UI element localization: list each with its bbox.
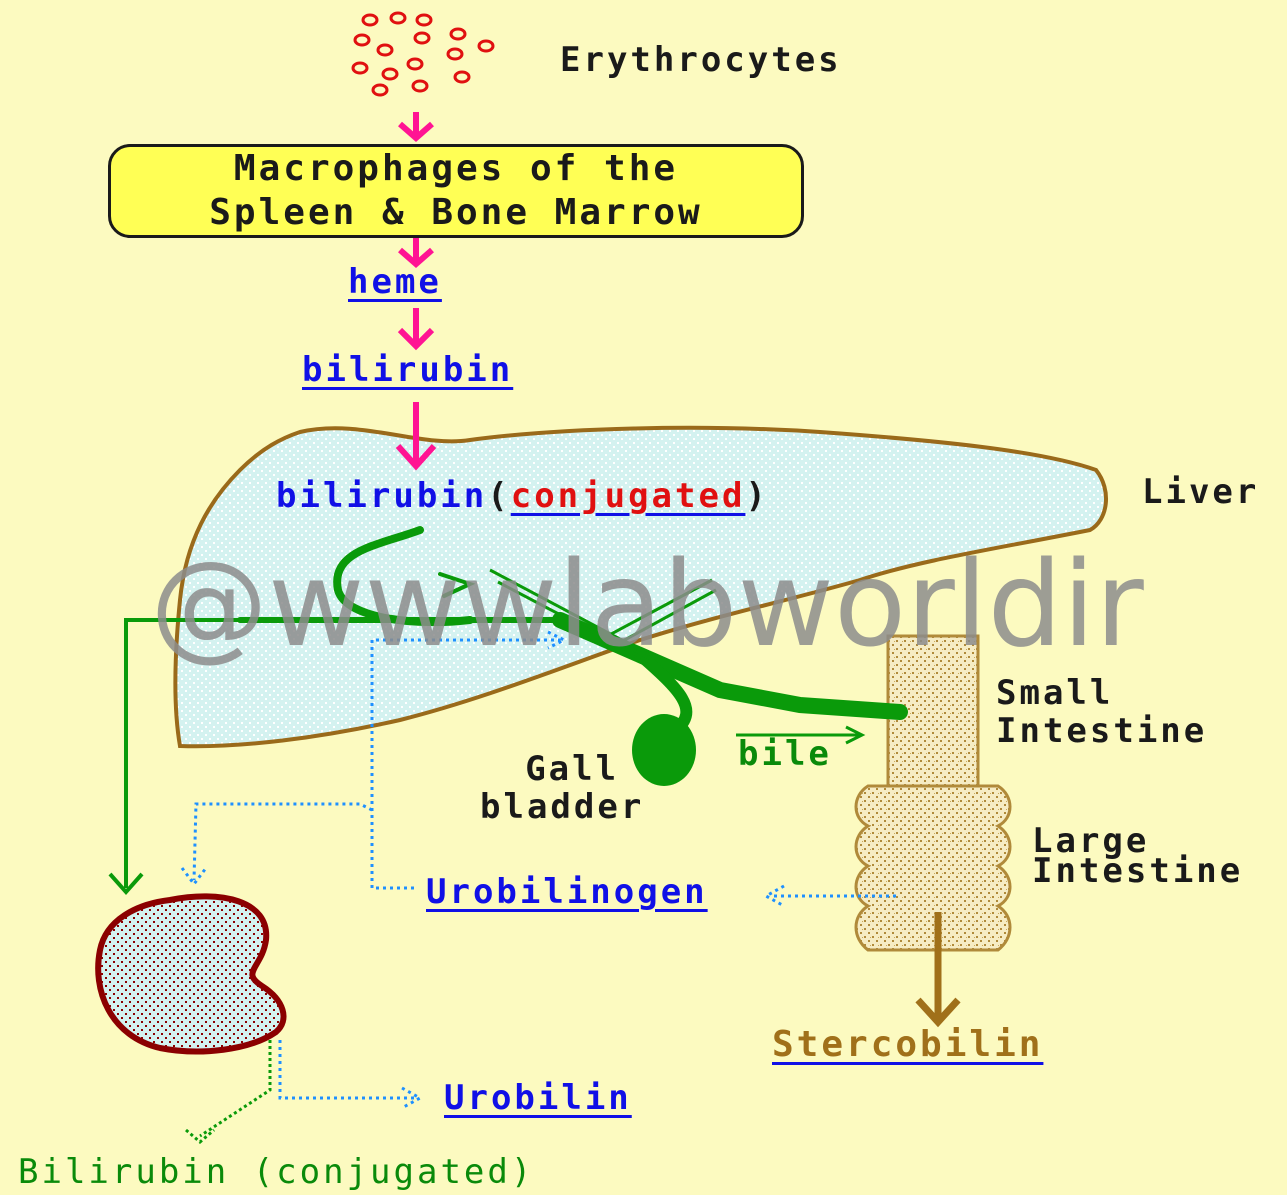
arrow-to-bilirubin (400, 308, 432, 346)
bilirubin-conj-prefix: bilirubin (276, 476, 487, 516)
urobilinogen-link[interactable]: Urobilinogen (426, 872, 708, 912)
open-paren: ( (487, 476, 510, 516)
small-intestine-label: Small Intestine (996, 674, 1207, 750)
urobilin-link[interactable]: Urobilin (444, 1078, 632, 1118)
ureter (186, 1040, 270, 1142)
conjugated-link[interactable]: conjugated (511, 476, 746, 516)
arrow-to-macrophages (400, 112, 432, 138)
arrow-to-liver (398, 402, 434, 466)
stercobilin-link[interactable]: Stercobilin (772, 1024, 1043, 1065)
large-intestine-label: Large Intestine (1032, 826, 1243, 886)
heme-link[interactable]: heme (348, 262, 442, 302)
large-intestine-line-2: Intestine (1032, 856, 1243, 886)
arrow-to-heme (400, 238, 432, 264)
bilirubin-link[interactable]: bilirubin (302, 350, 513, 390)
kidney-shape (98, 896, 283, 1051)
gall-line-2: bladder (480, 788, 644, 826)
large-intestine-shape (856, 786, 1010, 950)
bilirubin-conjugated-heading: bilirubin(conjugated) (276, 476, 769, 516)
small-intestine-line-1: Small (996, 674, 1207, 712)
macrophages-line-1: Macrophages of the (234, 147, 678, 191)
bile-label: bile (738, 734, 832, 774)
liver-label: Liver (1142, 472, 1259, 512)
macrophages-box: Macrophages of the Spleen & Bone Marrow (108, 144, 804, 238)
close-paren: ) (745, 476, 768, 516)
gall-bladder-label: Gall bladder (480, 750, 644, 826)
urobilin-dotted-path (280, 1040, 420, 1108)
bilirubin-conjugated-urine-label: Bilirubin (conjugated) (18, 1152, 534, 1192)
erythrocytes-icon (353, 13, 493, 95)
macrophages-line-2: Spleen & Bone Marrow (209, 191, 702, 235)
watermark-text: @wwwlabworldir (150, 535, 1144, 673)
small-intestine-line-2: Intestine (996, 712, 1207, 750)
gall-line-1: Gall (480, 750, 644, 788)
erythrocytes-label: Erythrocytes (560, 40, 842, 80)
